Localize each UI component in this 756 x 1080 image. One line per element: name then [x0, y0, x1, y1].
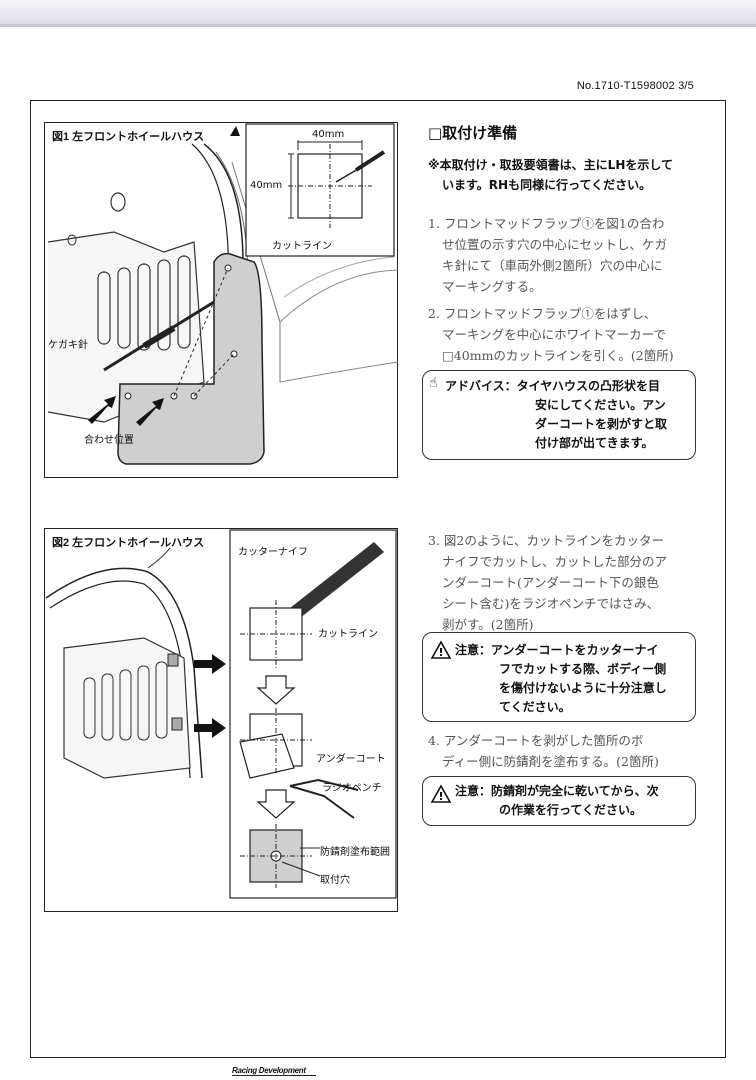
- step-3-line: シート含む)をラジオペンチではさみ、: [442, 596, 660, 611]
- figure1-title: 図1 左フロントホイールハウス: [52, 131, 205, 143]
- figure2-cutter-label: カッターナイフ: [238, 547, 308, 558]
- advice-hand-icon: ☝: [429, 375, 438, 391]
- section-heading: □取付け準備: [428, 124, 518, 142]
- figure1-inset-width: 40mm: [312, 129, 345, 140]
- note-line-1: ※本取付け・取扱要領書は、主にLHを示して: [428, 158, 673, 172]
- warning-triangle-icon: !: [430, 784, 452, 803]
- svg-text:!: !: [438, 790, 443, 803]
- step-4: 4. アンダーコートを剥がした箇所のボ ディー側に防錆剤を塗布する。(2箇所): [428, 730, 700, 772]
- figure1-alignment-label: 合わせ位置: [84, 435, 134, 446]
- step-3-line: 3. 図2のように、カットラインをカッター: [428, 533, 664, 548]
- figure2-cutline-label: カットライン: [318, 629, 378, 640]
- caution-1-line: を傷付けないように十分注意し: [499, 681, 667, 695]
- lh-rh-note: ※本取付け・取扱要領書は、主にLHを示して います。RHも同様に行ってください。: [428, 155, 710, 195]
- svg-text:!: !: [438, 646, 443, 659]
- figure2-hole-label: 取付穴: [320, 875, 350, 886]
- advice-line: 付け部が出てきます。: [535, 436, 654, 450]
- figure1-inset-height: 40mm: [250, 180, 283, 191]
- document-number: No.1710-T1598002 3/5: [576, 80, 694, 92]
- step-1-line: キ針にて（車両外側2箇所）穴の中心に: [442, 258, 663, 273]
- browser-top-bar: [0, 0, 756, 26]
- step-1-line: せ位置の示す穴の中心にセットし、ケガ: [442, 237, 668, 252]
- figure2-title: 図2 左フロントホイールハウス: [52, 537, 205, 549]
- warning-triangle-icon: !: [430, 640, 452, 659]
- brand-logo: Racing Development: [232, 1066, 306, 1075]
- step-3-line: 剥がす。(2箇所): [442, 617, 534, 632]
- step-2-line: マーキングを中心にホワイトマーカーで: [442, 327, 666, 342]
- step-1: 1. フロントマッドフラップ①を図1の合わ せ位置の示す穴の中心にセットし、ケガ…: [428, 213, 700, 297]
- caution-1-line: フでカットする際、ボディー側: [499, 662, 667, 676]
- caution-1-line: 注意：アンダーコートをカッターナイ: [455, 643, 659, 657]
- caution-2-text: 注意：防錆剤が完全に乾いてから、次 の作業を行ってください。: [455, 782, 691, 820]
- step-4-line: 4. アンダーコートを剥がした箇所のボ: [428, 733, 644, 748]
- caution-1-line: てください。: [499, 700, 571, 714]
- step-3-line: ンダーコート(アンダーコート下の銀色: [442, 575, 659, 590]
- caution-1-text: 注意：アンダーコートをカッターナイ フでカットする際、ボディー側 を傷付けないよ…: [455, 641, 691, 717]
- step-1-line: マーキングする。: [442, 279, 542, 294]
- page-frame: [30, 100, 726, 1058]
- note-line-2: います。RHも同様に行ってください。: [442, 178, 652, 192]
- caution-2-line: 注意：防錆剤が完全に乾いてから、次: [455, 784, 659, 798]
- figure2-pliers-label: ラジオペンチ: [322, 783, 382, 794]
- step-3: 3. 図2のように、カットラインをカッター ナイフでカットし、カットした部分のア…: [428, 530, 700, 635]
- step-2-line: 2. フロントマッドフラップ①をはずし、: [428, 306, 657, 321]
- advice-line: ダーコートを剥がすと取: [535, 417, 668, 431]
- top-bar-divider: [0, 24, 756, 27]
- figure1-inset-caption: カットライン: [272, 241, 332, 252]
- advice-line: 安にしてください。アン: [535, 398, 666, 412]
- figure1-scriber-label: ケガキ針: [48, 340, 88, 351]
- step-2: 2. フロントマッドフラップ①をはずし、 マーキングを中心にホワイトマーカーで …: [428, 303, 700, 366]
- caution-callout-1: ! 注意：アンダーコートをカッターナイ フでカットする際、ボディー側 を傷付けな…: [422, 632, 696, 722]
- figure2-illustration: [45, 529, 397, 899]
- caution-2-line: の作業を行ってください。: [499, 803, 643, 817]
- advice-text: アドバイス：タイヤハウスの凸形状を目 安にしてください。アン ダーコートを剥がす…: [445, 377, 691, 453]
- figure2-rustproof-label: 防錆剤塗布範囲: [320, 847, 390, 858]
- figure2-undercoat-label: アンダーコート: [316, 754, 386, 765]
- figure1-illustration: [47, 123, 399, 465]
- advice-line: アドバイス：タイヤハウスの凸形状を目: [445, 379, 661, 393]
- step-1-line: 1. フロントマッドフラップ①を図1の合わ: [428, 216, 665, 231]
- advice-callout: ☝ アドバイス：タイヤハウスの凸形状を目 安にしてください。アン ダーコートを剥…: [422, 370, 696, 460]
- step-2-line: □40mmのカットラインを引く。(2箇所): [442, 348, 674, 363]
- caution-callout-2: ! 注意：防錆剤が完全に乾いてから、次 の作業を行ってください。: [422, 776, 696, 826]
- step-4-line: ディー側に防錆剤を塗布する。(2箇所): [442, 754, 659, 769]
- step-3-line: ナイフでカットし、カットした部分のア: [442, 554, 668, 569]
- brand-underline: [232, 1075, 316, 1076]
